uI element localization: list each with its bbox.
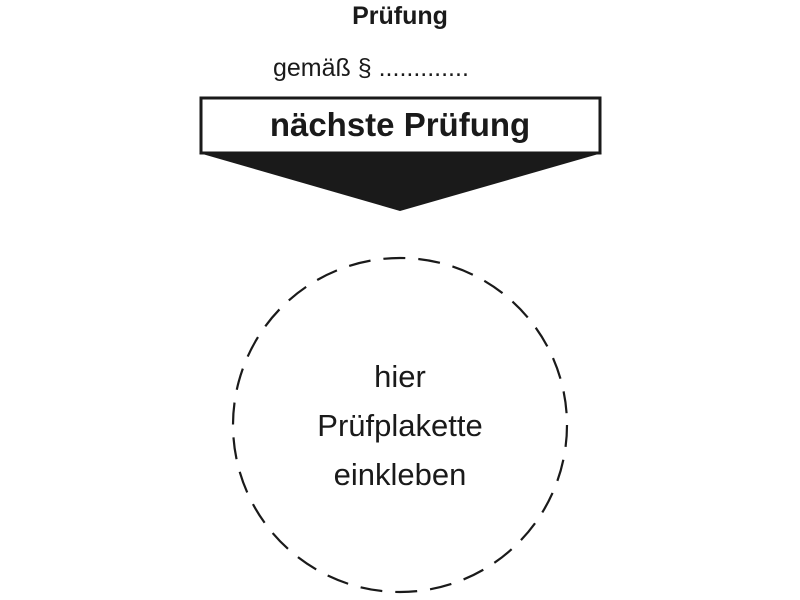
regulation-line: gemäß § ............. bbox=[273, 54, 469, 82]
sticker-placeholder-text: hier Prüfplakette einkleben bbox=[230, 352, 570, 499]
next-inspection-arrow-banner bbox=[199, 96, 602, 211]
placeholder-line-2: Prüfplakette bbox=[317, 408, 483, 443]
placeholder-line-3: einkleben bbox=[333, 457, 467, 492]
banner-label: nächste Prüfung bbox=[269, 106, 531, 143]
placeholder-line-1: hier bbox=[374, 359, 426, 394]
down-arrow-icon bbox=[199, 153, 602, 211]
label-title: Prüfung bbox=[352, 2, 448, 30]
